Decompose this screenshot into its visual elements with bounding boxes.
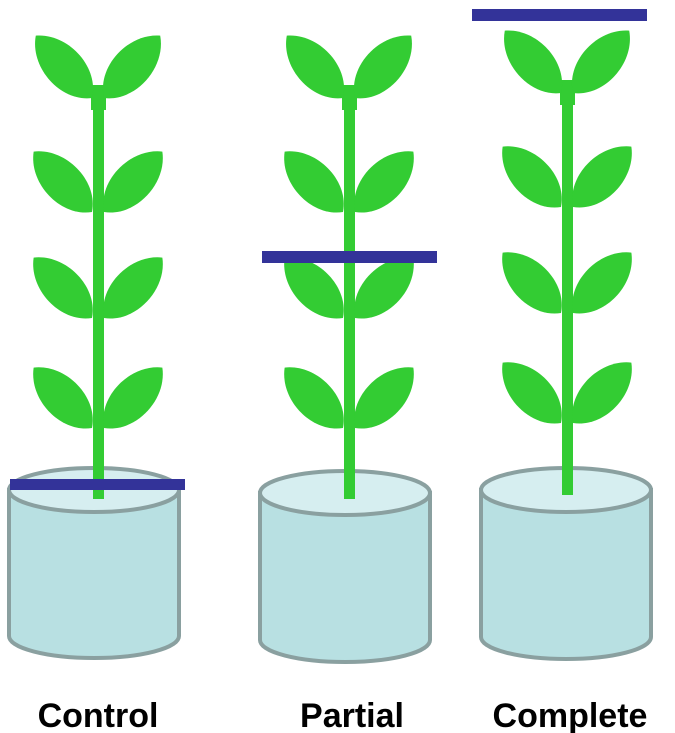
pot-body (260, 493, 430, 662)
cut-line-control (10, 479, 185, 490)
label-complete: Complete (493, 697, 648, 733)
cut-line-partial (262, 251, 437, 263)
stem (344, 85, 355, 499)
stem (562, 80, 573, 495)
stem (93, 85, 104, 499)
pot-body (9, 490, 179, 658)
plant-control: Control (9, 23, 185, 733)
pot-partial (260, 471, 430, 662)
label-partial: Partial (300, 697, 404, 733)
plant-partial: Partial (260, 23, 437, 733)
pot-body (481, 490, 651, 659)
pot-complete (481, 468, 651, 659)
cut-line-complete (472, 9, 647, 21)
label-control: Control (38, 697, 159, 733)
plant-complete: Complete (472, 9, 651, 733)
